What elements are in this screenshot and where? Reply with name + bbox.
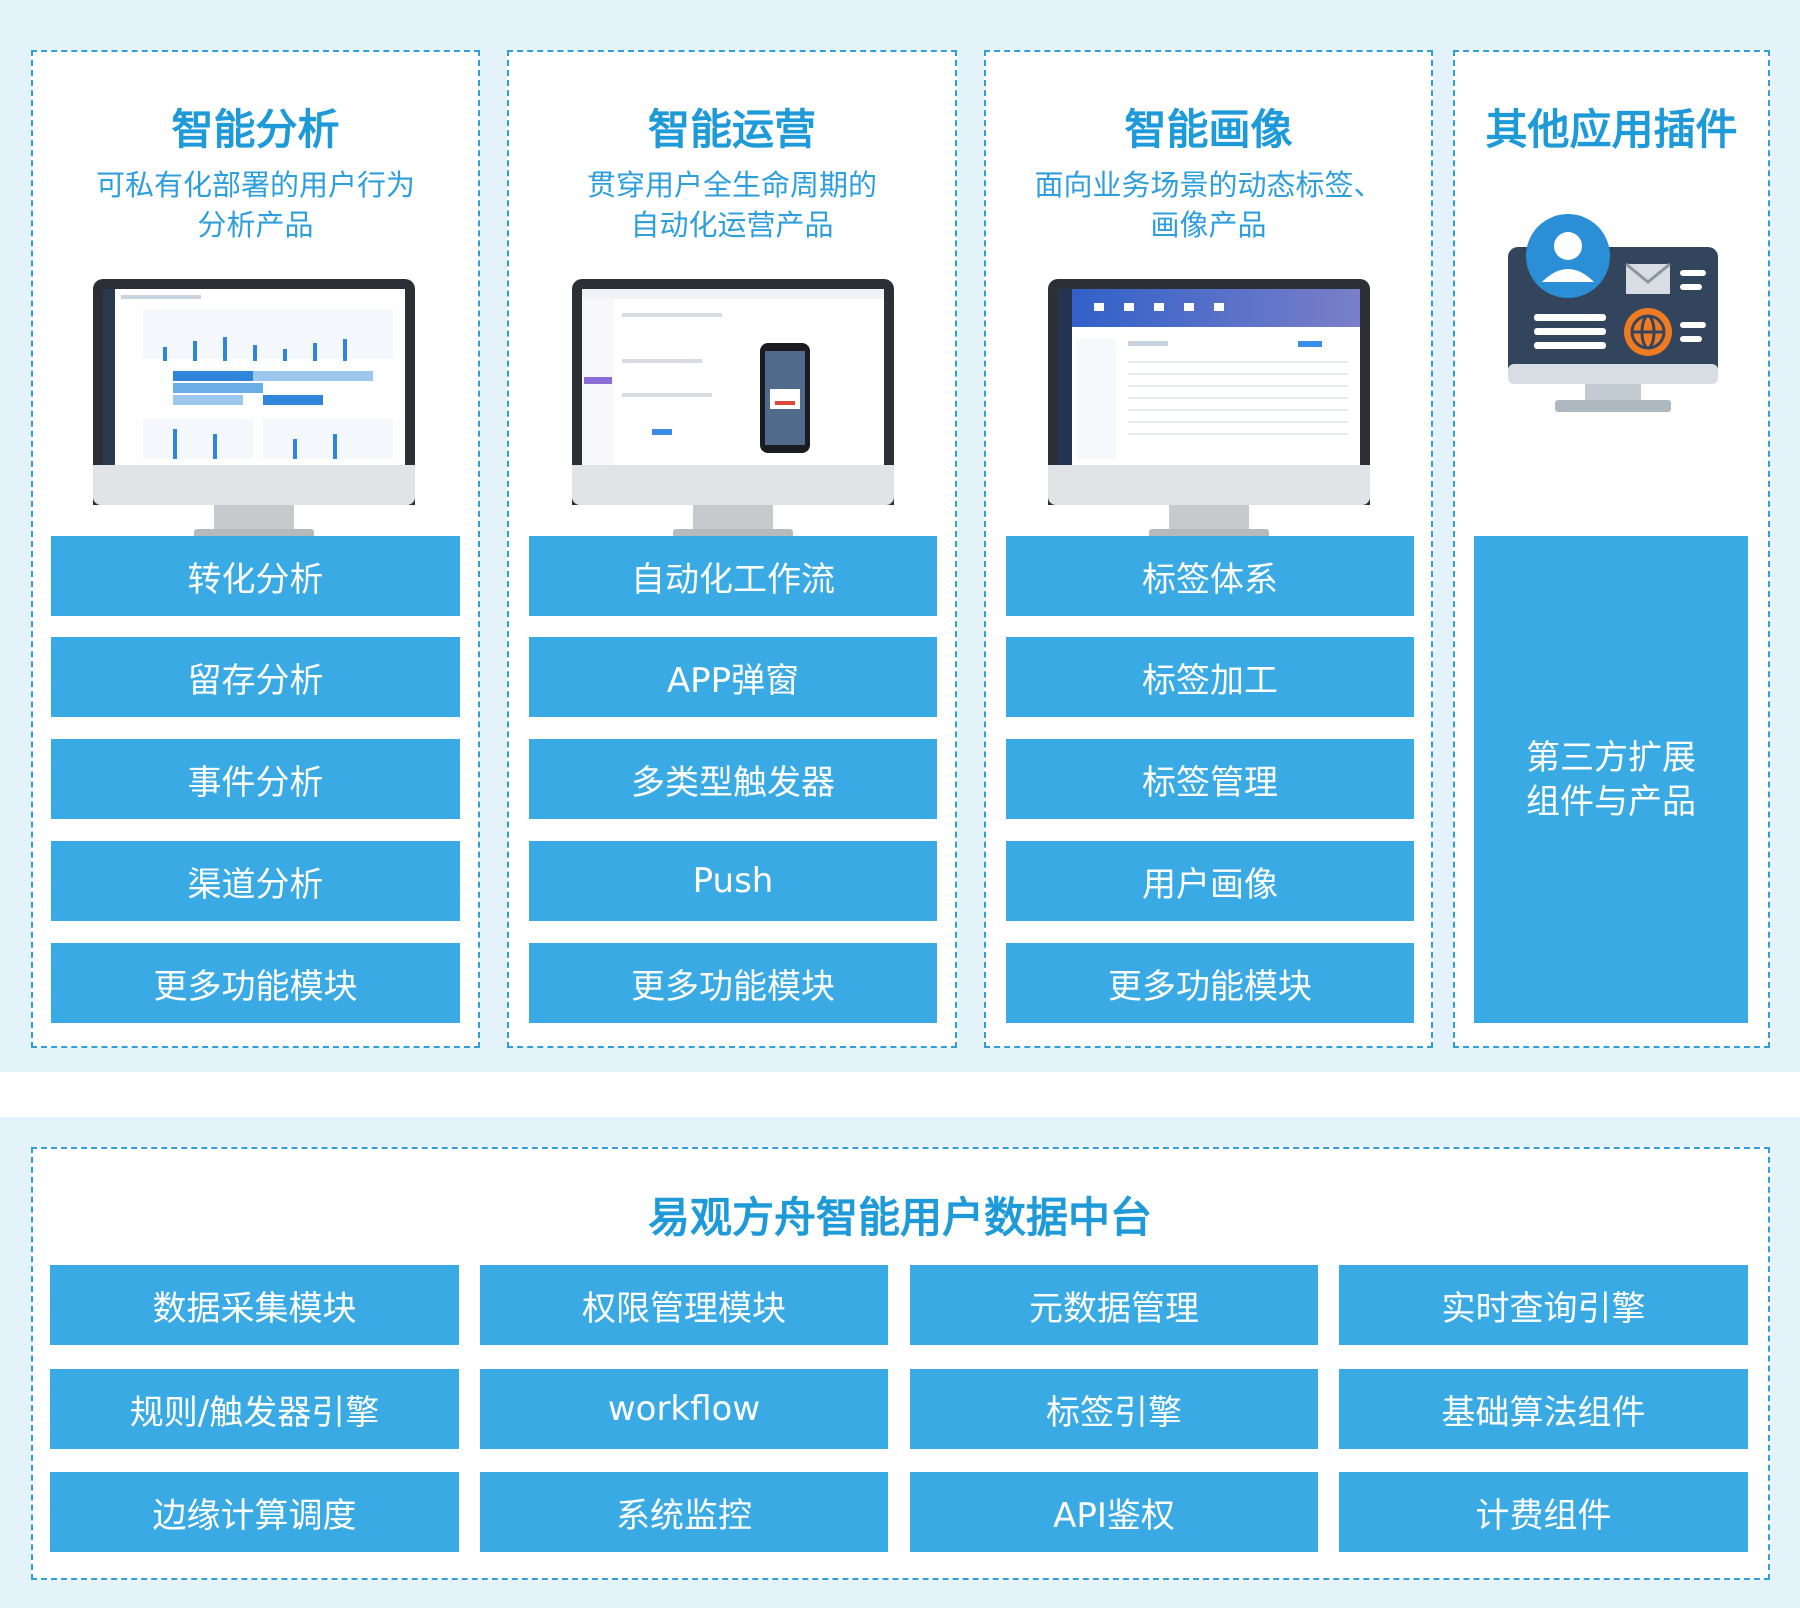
module-button[interactable]: APP弹窗	[529, 637, 937, 717]
module-button[interactable]: 留存分析	[51, 637, 460, 717]
module-button[interactable]: 多类型触发器	[529, 739, 937, 819]
module-button[interactable]: 标签体系	[1006, 536, 1414, 616]
module-button[interactable]: 用户画像	[1006, 841, 1414, 921]
platform-module[interactable]: 基础算法组件	[1339, 1369, 1748, 1449]
module-button[interactable]: 更多功能模块	[529, 943, 937, 1023]
platform-module[interactable]: 标签引擎	[910, 1369, 1318, 1449]
third-party-button[interactable]: 第三方扩展 组件与产品	[1474, 536, 1748, 1023]
platform-module[interactable]: workflow	[480, 1369, 888, 1449]
column-analysis: 智能分析 可私有化部署的用户行为 分析产品	[31, 50, 480, 1048]
module-button[interactable]: Push	[529, 841, 937, 921]
column-title: 智能画像	[1124, 105, 1293, 154]
platform-module[interactable]: 计费组件	[1339, 1472, 1748, 1552]
platform-module[interactable]: 规则/触发器引擎	[50, 1369, 459, 1449]
platform-module[interactable]: 实时查询引擎	[1339, 1265, 1748, 1345]
column-portrait: 智能画像 面向业务场景的动态标签、 画像产品	[984, 50, 1433, 1048]
platform-module[interactable]: 权限管理模块	[480, 1265, 888, 1345]
platform-module[interactable]: 数据采集模块	[50, 1265, 459, 1345]
platform-module[interactable]: API鉴权	[910, 1472, 1318, 1552]
platform-module[interactable]: 系统监控	[480, 1472, 888, 1552]
module-button[interactable]: 更多功能模块	[51, 943, 460, 1023]
globe-icon	[1624, 308, 1672, 356]
monitor-icon	[572, 279, 894, 539]
platform-module[interactable]: 元数据管理	[910, 1265, 1318, 1345]
monitor-icon	[93, 279, 415, 539]
column-subtitle: 面向业务场景的动态标签、 画像产品	[1034, 168, 1383, 242]
user-profile-icon	[1508, 214, 1718, 412]
monitor-icon	[1048, 279, 1370, 539]
module-button[interactable]: 更多功能模块	[1006, 943, 1414, 1023]
module-button[interactable]: 标签管理	[1006, 739, 1414, 819]
module-button[interactable]: 渠道分析	[51, 841, 460, 921]
module-button[interactable]: 标签加工	[1006, 637, 1414, 717]
column-title: 智能分析	[171, 105, 340, 154]
platform-module[interactable]: 边缘计算调度	[50, 1472, 459, 1552]
module-button[interactable]: 自动化工作流	[529, 536, 937, 616]
column-title: 其他应用插件	[1485, 105, 1738, 154]
module-button[interactable]: 转化分析	[51, 536, 460, 616]
column-plugins: 其他应用插件 第三方扩展 组件与产品	[1453, 50, 1770, 1048]
column-operations: 智能运营 贯穿用户全生命周期的 自动化运营产品 自动化工作流 APP弹窗 多类型…	[507, 50, 957, 1048]
column-title: 智能运营	[647, 105, 816, 154]
column-subtitle: 可私有化部署的用户行为 分析产品	[95, 168, 415, 242]
module-button[interactable]: 事件分析	[51, 739, 460, 819]
column-subtitle: 贯穿用户全生命周期的 自动化运营产品	[586, 168, 877, 242]
platform-title: 易观方舟智能用户数据中台	[647, 1193, 1152, 1242]
